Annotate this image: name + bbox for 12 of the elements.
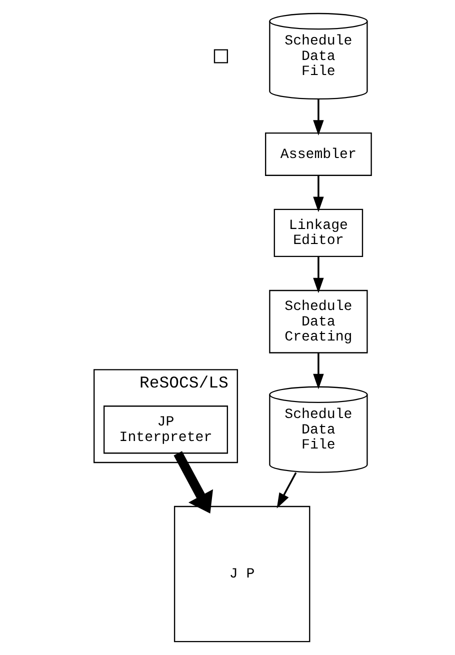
node-box: J P xyxy=(173,506,310,642)
node-box: Linkage Editor xyxy=(273,208,363,258)
arrow xyxy=(312,99,324,136)
arrow xyxy=(312,175,324,212)
node-box: Schedule Data Creating xyxy=(268,290,368,354)
arrow xyxy=(276,472,296,508)
node-box: JP Interpreter xyxy=(103,406,228,454)
arrow xyxy=(312,256,324,294)
arrow xyxy=(312,352,324,390)
node-box: Assembler xyxy=(264,132,372,176)
arrow xyxy=(173,451,213,514)
node-box xyxy=(213,49,228,64)
